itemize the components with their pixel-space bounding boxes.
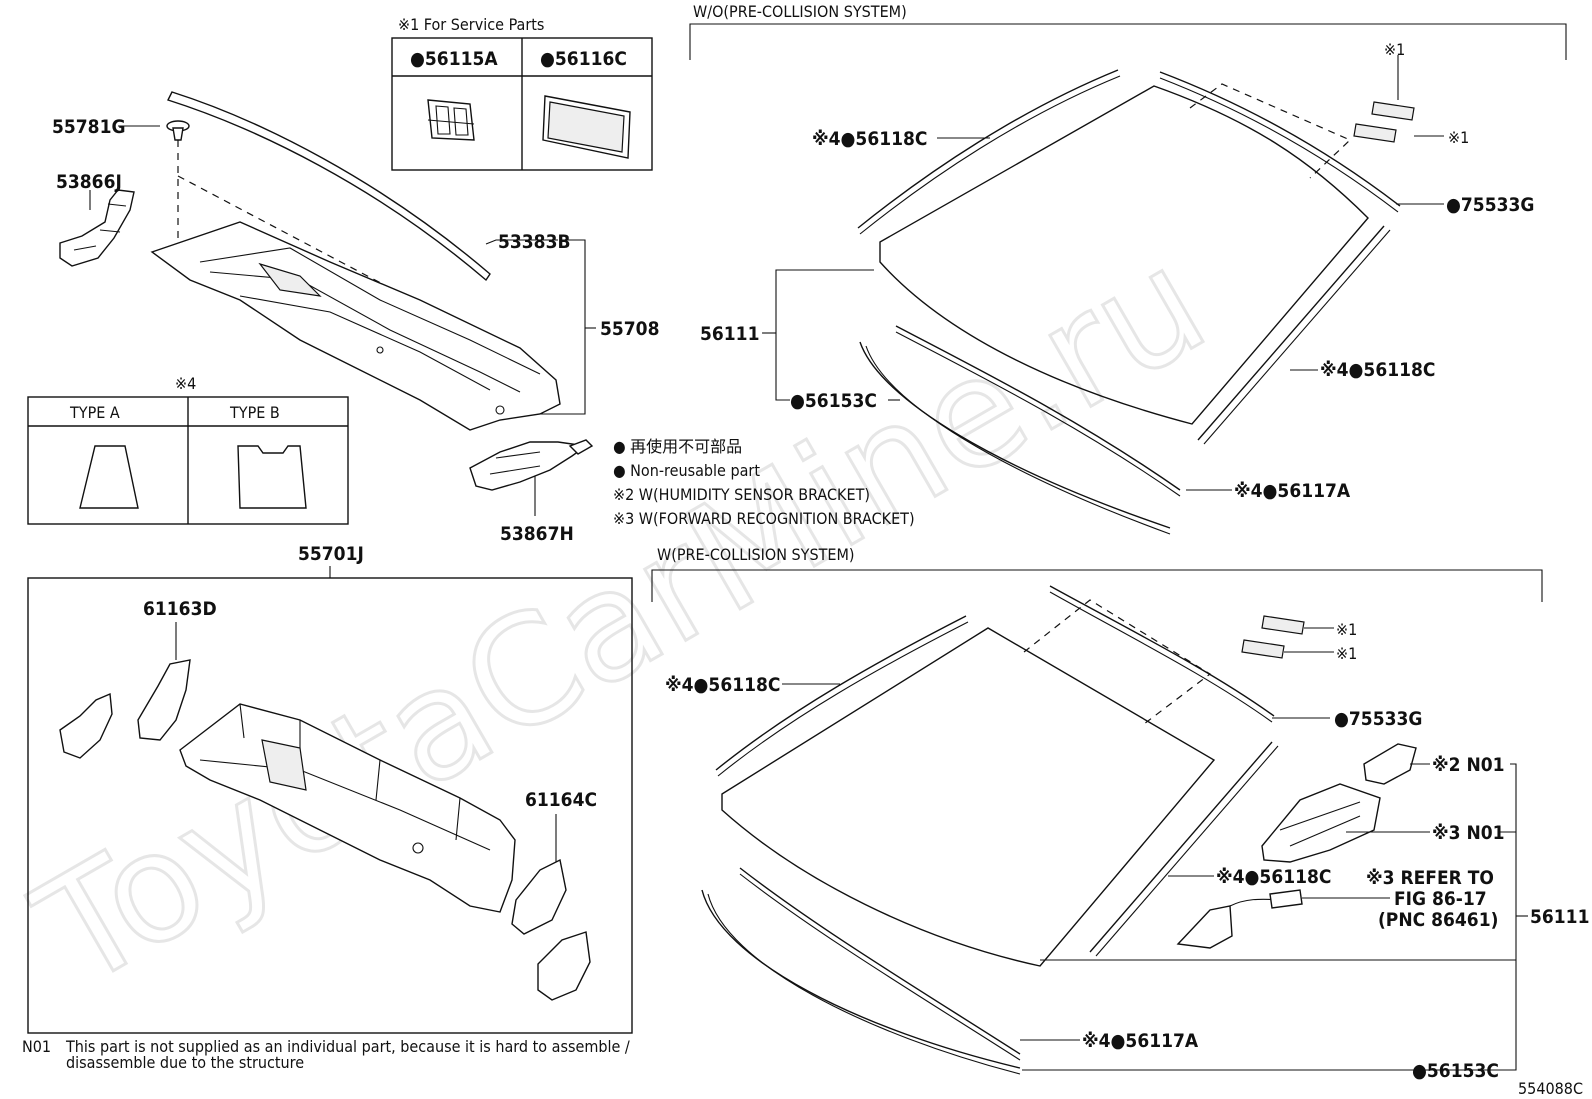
service-parts-table: ※1 For Service Parts ●56115A ●56116C [391, 15, 653, 171]
figure-code: 554088C [1518, 1079, 1583, 1098]
clip-55781g [166, 120, 190, 141]
label-w-56117a: ※4●56117A [1082, 1030, 1199, 1052]
service-parts-header: ※1 For Service Parts [398, 15, 544, 34]
label-wo-75533g: ●75533G [1446, 194, 1534, 216]
legend-note-3: ※3 W(FORWARD RECOGNITION BRACKET) [613, 509, 915, 528]
label-w-56111: 56111 [1530, 906, 1589, 928]
label-w-refer-3: (PNC 86461) [1378, 909, 1498, 931]
label-wo-56111: 56111 [700, 323, 759, 345]
legend-note-2: ※2 W(HUMIDITY SENSOR BRACKET) [613, 485, 870, 504]
label-53867h: 53867H [500, 523, 574, 545]
label-55708: 55708 [600, 318, 659, 340]
type-a-label: TYPE A [69, 403, 120, 422]
windshield-w [701, 585, 1417, 1075]
label-w-refer-2: FIG 86-17 [1394, 888, 1487, 910]
label-w-56118c-left: ※4●56118C [665, 674, 780, 696]
glass-56111-w [721, 627, 1216, 967]
label-wo-56117a: ※4●56117A [1234, 480, 1351, 502]
dash-panel-55701j [59, 659, 591, 1001]
label-55701j: 55701J [298, 543, 364, 565]
section-w-bracket [651, 569, 1543, 602]
label-w-x1-b: ※1 [1336, 644, 1357, 663]
label-61163d: 61163D [143, 598, 217, 620]
label-w-56118c-mid: ※4●56118C [1216, 866, 1331, 888]
label-w-x1-a: ※1 [1336, 620, 1357, 639]
type-b-label: TYPE B [229, 403, 280, 422]
label-w-56153c: ●56153C [1412, 1060, 1499, 1082]
label-w-n01-2: ※2 N01 [1432, 754, 1505, 776]
legend: ● 再使用不可部品 ● Non-reusable part ※2 W(HUMID… [613, 437, 915, 528]
type-table: ※4 TYPE A TYPE B [27, 374, 349, 525]
strip-53383b [167, 91, 491, 282]
service-part-56116c: ●56116C [540, 48, 627, 70]
section-wo-title: W/O(PRE-COLLISION SYSTEM) [693, 2, 907, 21]
label-wo-56118c-right: ※4●56118C [1320, 359, 1435, 381]
label-w-refer-1: ※3 REFER TO [1366, 867, 1494, 889]
type-b-shape [237, 445, 307, 509]
label-wo-56118c-top: ※4●56118C [812, 128, 927, 150]
legend-en: ● Non-reusable part [613, 461, 760, 480]
section-w-title: W(PRE-COLLISION SYSTEM) [657, 545, 855, 564]
bracket-53867h [469, 441, 588, 491]
label-w-n01-3: ※3 N01 [1432, 822, 1505, 844]
label-w-75533g: ●75533G [1334, 708, 1422, 730]
footnote: N01 This part is not supplied as an indi… [22, 1037, 630, 1072]
label-55781g: 55781G [52, 116, 126, 138]
label-53866j: 53866J [56, 171, 122, 193]
section-wo-bracket [689, 23, 1567, 60]
service-part-56115a: ●56115A [410, 48, 498, 70]
label-wo-x1-top: ※1 [1384, 40, 1405, 59]
cowl-assembly-upper [59, 91, 594, 491]
pad-56116c-drawing [542, 95, 631, 159]
footnote-line1: This part is not supplied as an individu… [65, 1037, 630, 1056]
cowl-panel-55708 [150, 221, 561, 431]
clip-56115a-drawing [427, 99, 475, 141]
windshield-wo [857, 69, 1415, 535]
glass-56111-wo [879, 85, 1369, 425]
legend-jp: ● 再使用不可部品 [613, 437, 742, 456]
box-55701j [27, 577, 633, 1034]
footnote-line2: disassemble due to the structure [66, 1053, 304, 1072]
label-53383b: 53383B [498, 231, 571, 253]
label-wo-x1-right: ※1 [1448, 128, 1469, 147]
footnote-code: N01 [22, 1037, 51, 1056]
bracket-53866j [59, 189, 135, 267]
type-table-mark: ※4 [175, 374, 196, 393]
label-wo-56153c: ●56153C [790, 390, 877, 412]
type-a-shape [79, 445, 139, 509]
label-61164c: 61164C [525, 789, 597, 811]
